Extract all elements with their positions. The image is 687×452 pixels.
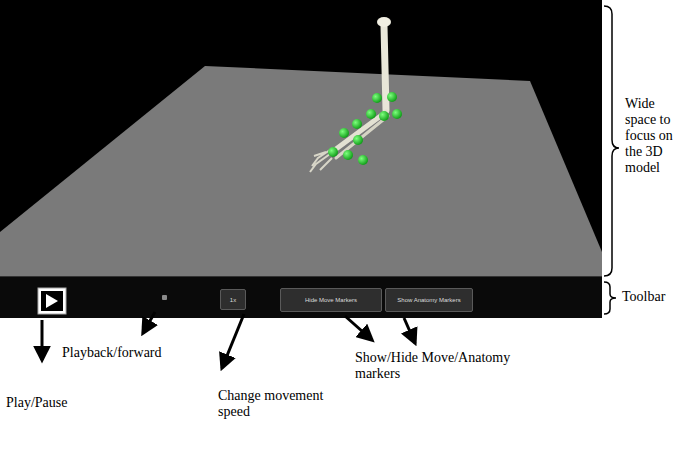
annotation-brackets (604, 6, 619, 314)
floor-plane (0, 66, 602, 276)
button-label: Hide Move Markers (305, 297, 357, 303)
annotation-label: Change movement speed (218, 388, 328, 420)
toolbar-button: Show Anatomy Markers (385, 288, 473, 312)
scrub-handle (162, 295, 167, 300)
button-label: 1x (230, 297, 236, 303)
annotation-label: Toolbar (622, 289, 684, 305)
toolbar-bar (0, 276, 602, 318)
annotation-label: Playback/forward (62, 345, 212, 361)
annotation-label: Show/Hide Move/Anatomy markers (355, 350, 515, 382)
toolbar-button: 1x (220, 289, 246, 310)
annotation-label: Play/Pause (6, 395, 106, 411)
play-button (38, 288, 66, 314)
toolbar-divider (0, 276, 602, 277)
button-label: Show Anatomy Markers (397, 297, 460, 303)
viewport (0, 0, 602, 318)
toolbar-button: Hide Move Markers (280, 288, 382, 312)
arm-model (310, 17, 402, 172)
annotation-label: Wide space to focus on the 3D model (625, 96, 683, 176)
